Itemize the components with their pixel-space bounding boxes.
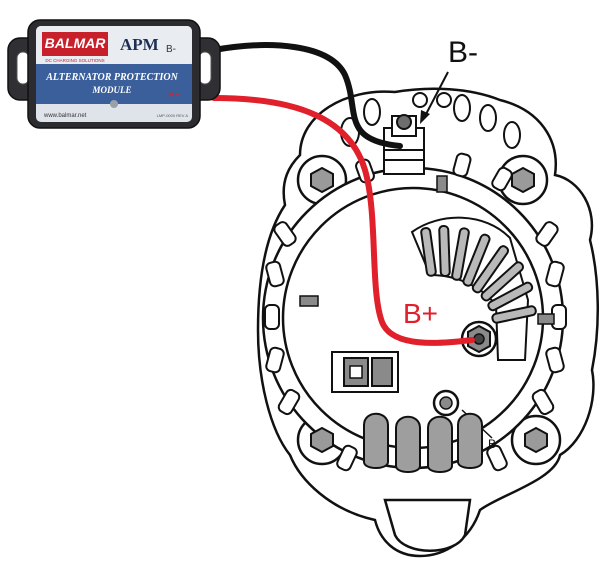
face-tab-left [299,295,319,307]
face-tab-top [436,175,448,193]
cooling-fins [410,216,537,361]
module-model: APM [120,35,159,54]
brand-tagline: DC CHARGING SOLUTIONS [45,58,104,63]
brand-logo-box [42,32,108,56]
rectifier-lobes [363,412,483,473]
alternator: B [256,87,599,558]
module-label-band [36,64,192,104]
module-slot-right [198,51,212,85]
b-negative-arrow-line [423,71,449,119]
module-led [110,100,118,108]
apm-module: BALMAR DC CHARGING SOLUTIONS APM B- ALTE… [7,19,221,129]
module-part-number: LMP-0000 REV A [157,113,189,118]
svg-text:B: B [488,437,496,451]
b-positive-label: B+ [403,298,438,329]
module-title-line2: MODULE [91,85,131,95]
brand-logo-text: BALMAR [45,35,107,51]
module-terminal-positive: B+ [168,90,181,101]
face-tab-right [537,313,555,325]
mounting-bolts [310,166,548,454]
b-negative-terminal-block [383,114,425,175]
b-negative-label: B- [448,36,478,69]
module-title-line1: ALTERNATOR PROTECTION [45,72,178,83]
module-website: www.balmar.net [43,113,87,119]
module-terminal-negative: B- [166,44,176,55]
plug-connector [331,351,399,393]
b-negative-arrowhead [420,110,430,124]
negative-wire [211,42,403,149]
module-slot-left [16,51,30,85]
bottom-tab [383,498,472,552]
positive-wire [211,95,475,346]
